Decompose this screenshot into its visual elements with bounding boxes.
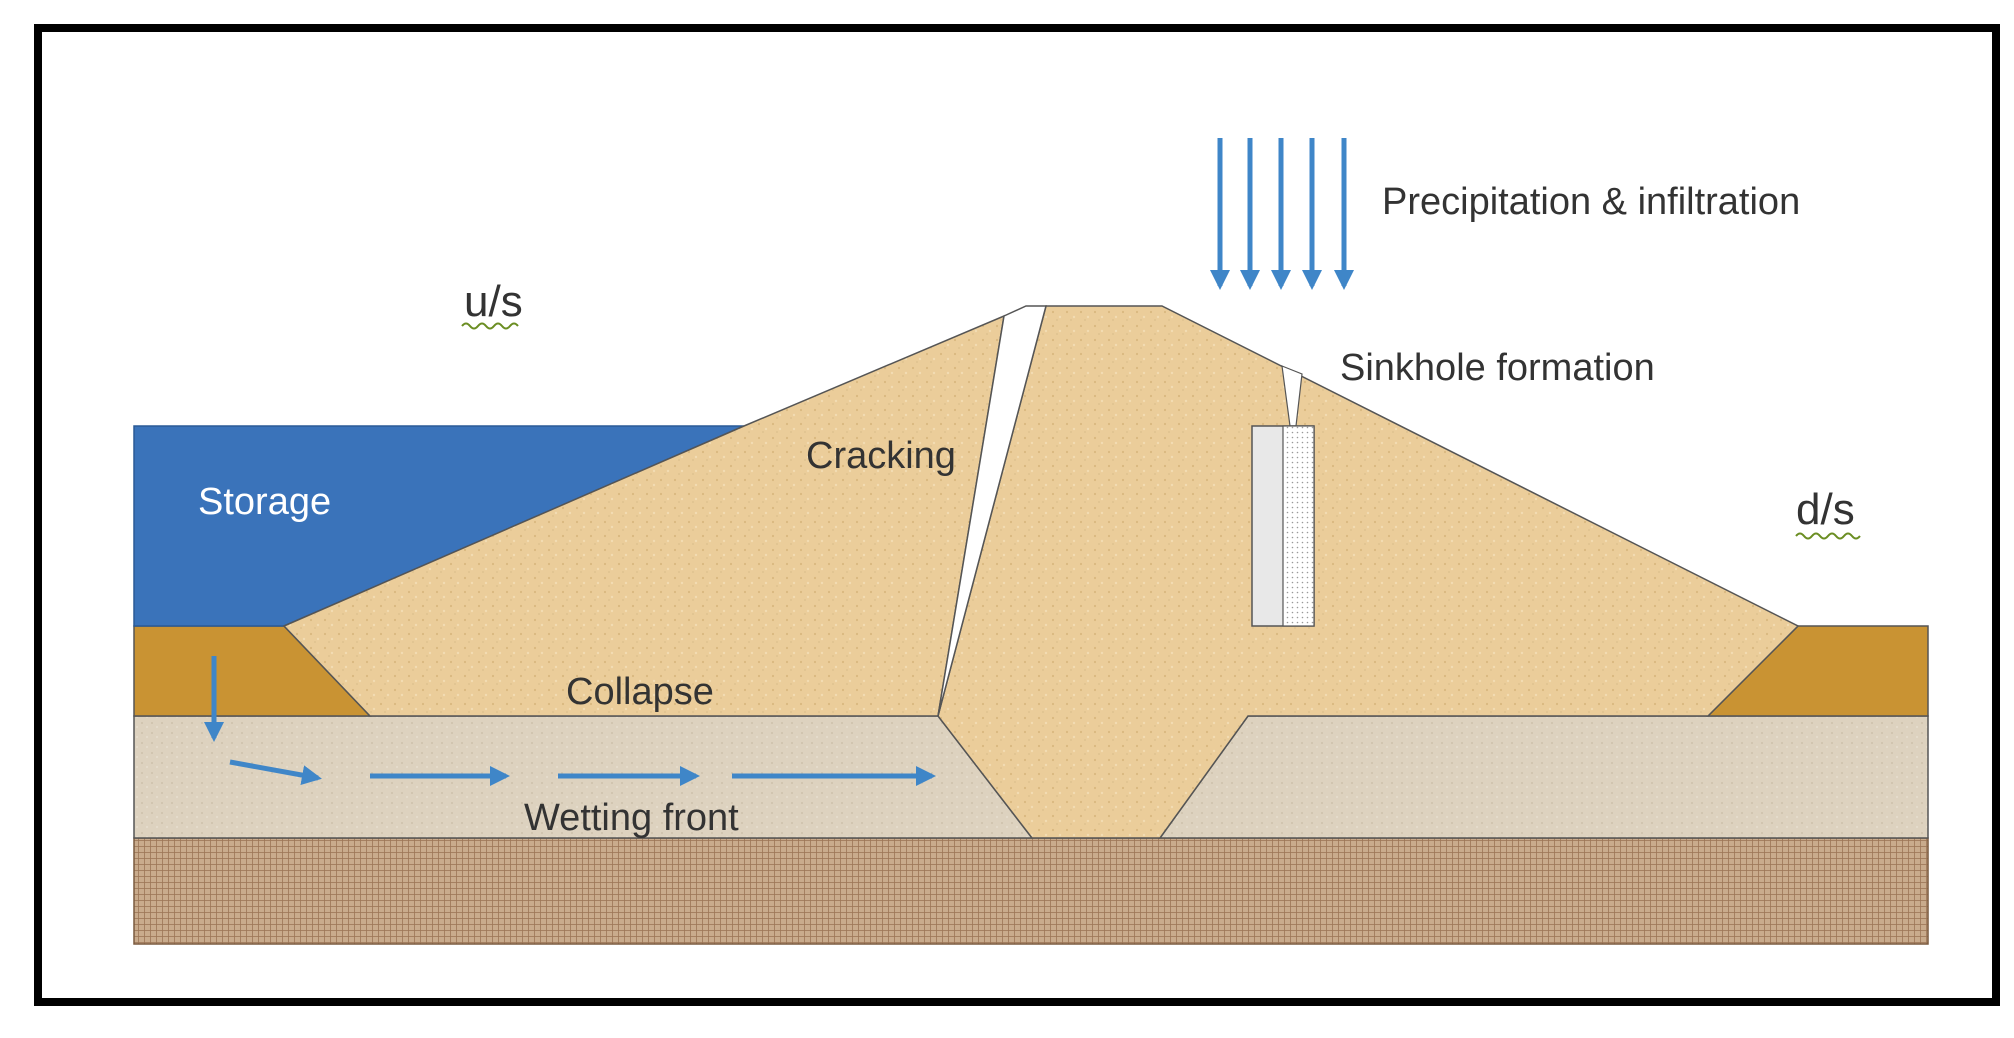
wetting-front-label: Wetting front bbox=[524, 797, 739, 839]
wetting-front-arrows bbox=[204, 656, 936, 786]
precipitation-arrows bbox=[1210, 138, 1354, 290]
crack-opening bbox=[937, 305, 1047, 717]
bedrock-layer bbox=[133, 837, 1929, 945]
downstream-underline bbox=[1795, 532, 1861, 540]
foundation-layer-downstream bbox=[1158, 715, 1929, 839]
upstream-underline bbox=[461, 322, 519, 330]
precipitation-label: Precipitation & infiltration bbox=[1382, 181, 1800, 223]
collapse-label: Collapse bbox=[566, 671, 714, 713]
sinkhole-label: Sinkhole formation bbox=[1340, 347, 1655, 389]
seepage-arrow bbox=[229, 759, 322, 785]
storage-label: Storage bbox=[198, 481, 331, 523]
sinkhole-column-hatch bbox=[1282, 425, 1315, 627]
embankment-downstream-block bbox=[937, 305, 1800, 839]
cracking-label: Cracking bbox=[806, 435, 956, 477]
downstream-label: d/s bbox=[1796, 485, 1855, 534]
upstream-label: u/s bbox=[464, 277, 523, 326]
